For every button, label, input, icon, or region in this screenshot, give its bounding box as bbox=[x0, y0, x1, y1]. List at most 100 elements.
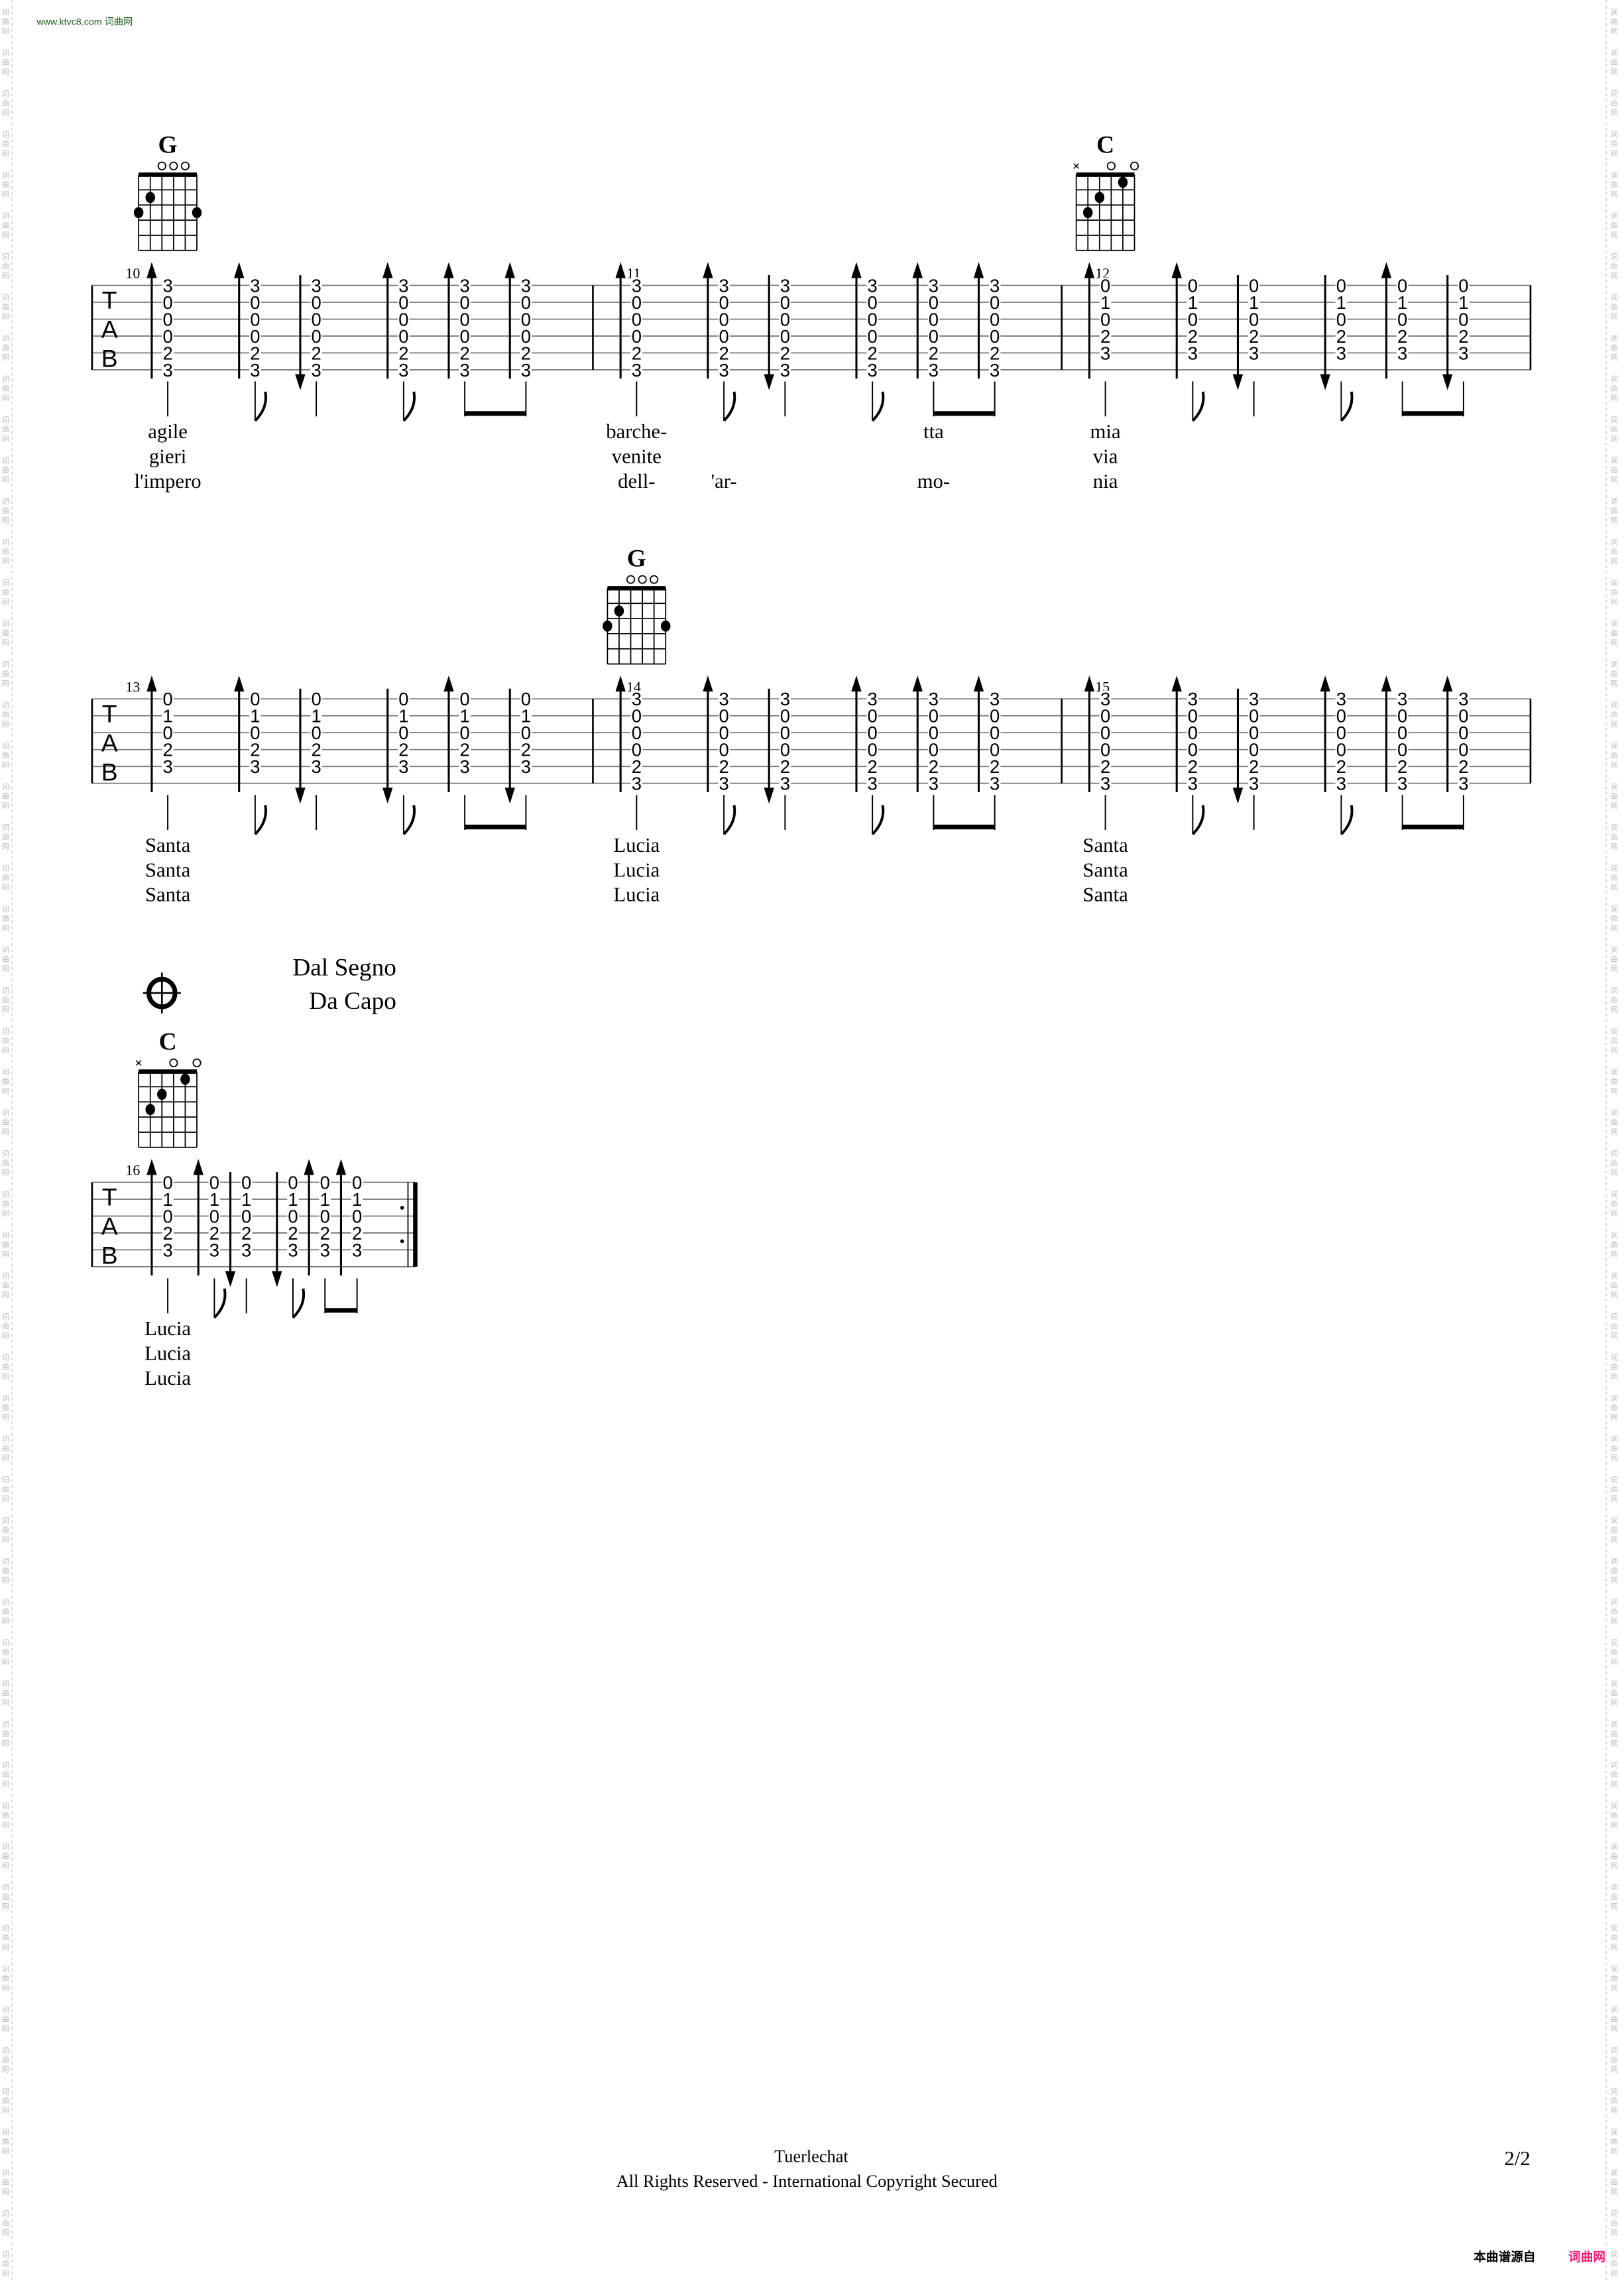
fret-number: 2 bbox=[311, 343, 321, 363]
fret-number: 3 bbox=[929, 360, 939, 380]
fret-bg bbox=[520, 294, 532, 311]
watermark-char: 词 bbox=[1611, 1842, 1618, 1851]
watermark-char: 曲 bbox=[1611, 1485, 1618, 1493]
fret-bg bbox=[249, 691, 261, 707]
fret-number: 0 bbox=[311, 292, 321, 313]
fret-number: 0 bbox=[1100, 309, 1110, 329]
watermark-char: 词 bbox=[2, 619, 9, 628]
watermark-char: 曲 bbox=[2, 874, 9, 882]
watermark-char: 词 bbox=[1611, 1068, 1618, 1077]
measure-13: 13010230102301023010230102301023SantaSan… bbox=[125, 675, 532, 906]
fret-number: 1 bbox=[311, 706, 321, 727]
fret-number: 1 bbox=[241, 1189, 251, 1210]
fret-bg bbox=[1335, 691, 1348, 707]
source-brand-link[interactable]: 词曲网 bbox=[1568, 2250, 1605, 2264]
watermark-char: 网 bbox=[2, 884, 9, 892]
watermark-char: 网 bbox=[1611, 1332, 1618, 1340]
fret-number: 3 bbox=[311, 360, 321, 380]
watermark-char: 网 bbox=[2, 68, 9, 76]
measure-15: 15300023300023300023300023300023300023Sa… bbox=[1082, 675, 1470, 906]
page-number: 2/2 bbox=[1505, 2147, 1531, 2170]
fret-number: 0 bbox=[398, 309, 408, 329]
watermark-char: 网 bbox=[2, 2148, 9, 2156]
fret-number: 0 bbox=[632, 706, 642, 727]
fret-bg bbox=[208, 1242, 221, 1258]
lyric-text: via bbox=[1093, 445, 1118, 467]
fret-bg bbox=[351, 1208, 363, 1224]
fret-bg bbox=[319, 1208, 331, 1224]
watermark-char: 网 bbox=[1611, 1699, 1618, 1707]
fret-number: 1 bbox=[1100, 292, 1110, 313]
fret-number: 0 bbox=[1336, 723, 1346, 743]
fret-bg bbox=[1099, 741, 1112, 758]
fret-number: 3 bbox=[868, 360, 878, 380]
fret-number: 0 bbox=[780, 706, 790, 727]
watermark-char: 曲 bbox=[2, 2178, 9, 2187]
fret-bg bbox=[630, 758, 643, 775]
watermark-char: 词 bbox=[1611, 211, 1618, 220]
fret-bg bbox=[459, 277, 471, 294]
watermark-char: 网 bbox=[1611, 109, 1618, 117]
watermark-char: 曲 bbox=[2, 914, 9, 923]
fret-bg bbox=[310, 345, 322, 361]
fret-bg bbox=[1187, 741, 1199, 758]
fret-bg bbox=[162, 1242, 174, 1258]
tab-clef-letter: T bbox=[102, 286, 117, 314]
watermark-char: 曲 bbox=[1611, 1403, 1618, 1412]
watermark-char: 词 bbox=[1611, 945, 1618, 954]
fret-bg bbox=[927, 327, 940, 345]
watermark-char: 曲 bbox=[2, 506, 9, 515]
fret-bg bbox=[1396, 277, 1409, 294]
measure-10: 10300023300023300023300023300023300023ag… bbox=[125, 262, 532, 493]
watermark-char: 网 bbox=[2, 965, 9, 973]
fret-bg bbox=[988, 707, 1001, 724]
open-string-icon bbox=[1106, 161, 1116, 170]
fret-number: 2 bbox=[1188, 326, 1198, 347]
fret-number: 3 bbox=[868, 275, 878, 296]
watermark-char: 曲 bbox=[2, 1893, 9, 1901]
fret-number: 0 bbox=[929, 706, 939, 727]
fret-number: 2 bbox=[1458, 326, 1468, 347]
fret-number: 0 bbox=[398, 689, 408, 709]
lyric-text: Santa bbox=[1082, 884, 1128, 906]
watermark-char: 曲 bbox=[2, 1811, 9, 1820]
watermark-char: 曲 bbox=[2, 2260, 9, 2268]
fret-number: 0 bbox=[352, 1172, 362, 1193]
watermark-char: 曲 bbox=[2, 140, 9, 148]
fret-number: 2 bbox=[1336, 326, 1346, 347]
fret-number: 3 bbox=[1249, 343, 1259, 363]
watermark-char: 曲 bbox=[1611, 629, 1618, 638]
fret-number: 3 bbox=[209, 1240, 219, 1260]
eighth-flag bbox=[254, 391, 267, 422]
finger-dot bbox=[145, 192, 155, 204]
fret-number: 0 bbox=[320, 1206, 330, 1226]
fret-number: 3 bbox=[1100, 689, 1110, 709]
watermark-char: 网 bbox=[1611, 965, 1618, 973]
fret-number: 0 bbox=[1458, 309, 1468, 329]
watermark-char: 网 bbox=[1611, 1659, 1618, 1667]
watermark-char: 词 bbox=[1611, 375, 1618, 383]
watermark-char: 网 bbox=[2, 1822, 9, 1830]
watermark-char: 词 bbox=[1611, 2046, 1618, 2055]
watermark-char: 词 bbox=[1611, 823, 1618, 832]
fret-number: 3 bbox=[990, 275, 1000, 296]
open-string-icon bbox=[169, 1058, 178, 1067]
finger-dot bbox=[157, 1088, 167, 1100]
watermark-char: 网 bbox=[1611, 1454, 1618, 1462]
fret-bg bbox=[240, 1191, 253, 1208]
fret-bg bbox=[1335, 327, 1348, 345]
watermark-char: 网 bbox=[2, 1088, 9, 1096]
fret-number: 3 bbox=[162, 360, 172, 380]
watermark-char: 曲 bbox=[1611, 303, 1618, 312]
fret-bg bbox=[459, 294, 471, 311]
watermark-char: 词 bbox=[1611, 497, 1618, 506]
watermark-char: 曲 bbox=[1611, 1811, 1618, 1820]
eighth-flag bbox=[402, 391, 416, 422]
watermark-char: 曲 bbox=[1611, 2015, 1618, 2024]
fret-bg bbox=[398, 725, 410, 741]
watermark-char: 词 bbox=[2, 2250, 9, 2258]
fret-bg bbox=[988, 741, 1001, 758]
eighth-flag bbox=[871, 391, 885, 422]
fret-number: 0 bbox=[1397, 740, 1407, 760]
tab-clef-letter: A bbox=[101, 729, 118, 756]
